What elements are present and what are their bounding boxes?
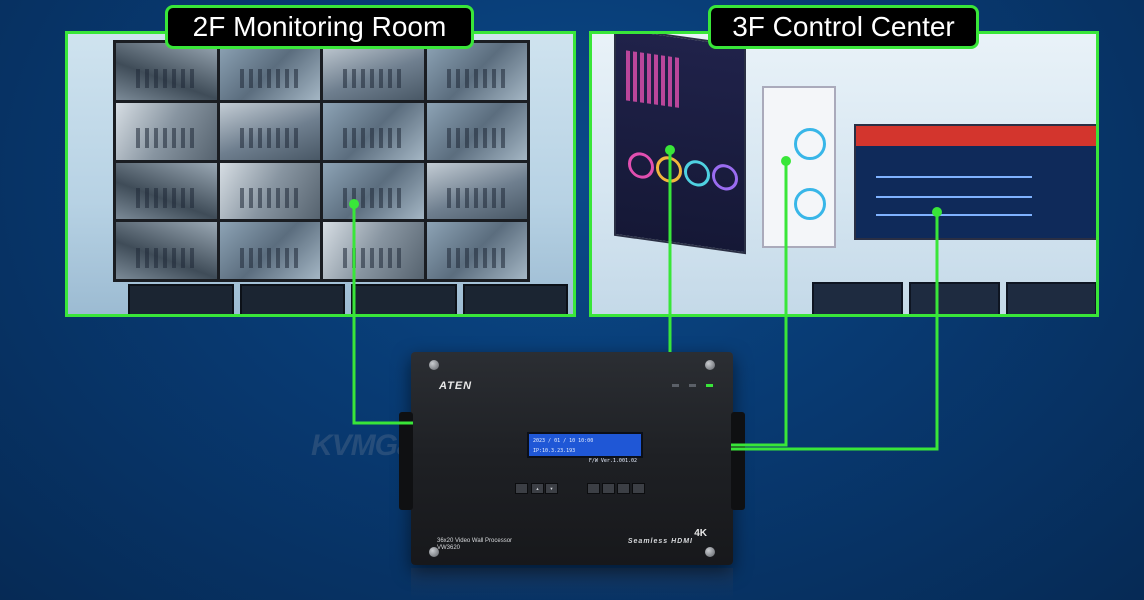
camera-feed <box>323 43 424 100</box>
control-center-label: 3F Control Center <box>708 5 979 49</box>
model-label: 36x20 Video Wall Processor VW3620 <box>437 538 512 552</box>
model-name: 36x20 Video Wall Processor <box>437 538 513 544</box>
bar-graphic <box>626 50 681 109</box>
monitoring-room-label: 2F Monitoring Room <box>165 5 474 49</box>
front-button[interactable] <box>515 483 528 494</box>
4k-badge: 4K <box>694 528 707 539</box>
desk-monitors <box>128 284 568 314</box>
front-button[interactable] <box>587 483 600 494</box>
screw-icon <box>429 360 439 370</box>
screw-icon <box>429 547 439 557</box>
camera-feed <box>323 222 424 279</box>
lcd-display: 2023 / 01 / 10 10:00 IP:10.3.23.193 F/W … <box>527 432 643 464</box>
desk-monitor <box>239 284 345 314</box>
camera-feed <box>323 162 424 220</box>
rack-ear-left <box>399 412 413 510</box>
desk-monitor <box>909 282 1000 314</box>
camera-feed <box>426 222 527 279</box>
rack-ear-right <box>731 412 745 510</box>
desk-monitor <box>128 284 234 314</box>
control-center-image <box>589 31 1099 317</box>
video-wall <box>113 40 530 282</box>
led-indicator <box>672 384 679 387</box>
desk-monitor <box>1006 282 1096 314</box>
map-screen <box>762 86 836 248</box>
screw-icon <box>705 547 715 557</box>
brand-logo: ATEN <box>439 380 473 392</box>
status-leds <box>672 384 713 387</box>
camera-feed <box>219 162 320 220</box>
camera-feed <box>323 102 424 160</box>
camera-feed <box>116 102 217 160</box>
desk-monitor <box>351 284 457 314</box>
camera-feed <box>116 222 217 279</box>
gauge-ring <box>794 128 826 160</box>
rail-status-screen <box>854 124 1096 240</box>
down-arrow-button[interactable]: ▼ <box>545 483 558 494</box>
led-indicator <box>689 384 696 387</box>
track-line <box>876 176 1032 178</box>
camera-feed <box>426 43 527 100</box>
gauge-ring <box>684 158 710 189</box>
lcd-line-2: F/W Ver.1.001.02 <box>588 458 637 464</box>
camera-feed <box>426 162 527 220</box>
desk-monitor <box>812 282 903 314</box>
camera-feed <box>426 102 527 160</box>
model-number: VW3620 <box>437 545 461 551</box>
device-reflection <box>411 568 733 600</box>
camera-feed <box>116 162 217 220</box>
camera-feed <box>219 102 320 160</box>
camera-feed <box>116 43 217 100</box>
track-line <box>876 196 1032 198</box>
track-line <box>876 214 1032 216</box>
gauge-ring <box>712 162 738 193</box>
alert-banner <box>856 126 1096 146</box>
gauge-ring <box>628 150 654 181</box>
front-button[interactable] <box>602 483 615 494</box>
lcd-line-1: 2023 / 01 / 10 10:00 IP:10.3.23.193 <box>533 438 594 454</box>
video-wall-processor: ATEN 2023 / 01 / 10 10:00 IP:10.3.23.193… <box>399 352 745 565</box>
led-indicator <box>706 384 713 387</box>
camera-feed <box>219 43 320 100</box>
desk-monitor <box>462 284 568 314</box>
monitoring-room-image <box>65 31 576 317</box>
seamless-hdmi-badge: Seamless HDMI <box>627 538 693 545</box>
gauge-ring <box>794 188 826 220</box>
up-arrow-button[interactable]: ▲ <box>531 483 544 494</box>
front-button[interactable] <box>617 483 630 494</box>
gauge-ring <box>656 154 682 185</box>
dashboard-screen <box>614 34 746 255</box>
screw-icon <box>705 360 715 370</box>
desk-monitors <box>812 282 1096 314</box>
front-button[interactable] <box>632 483 645 494</box>
camera-feed <box>219 222 320 279</box>
